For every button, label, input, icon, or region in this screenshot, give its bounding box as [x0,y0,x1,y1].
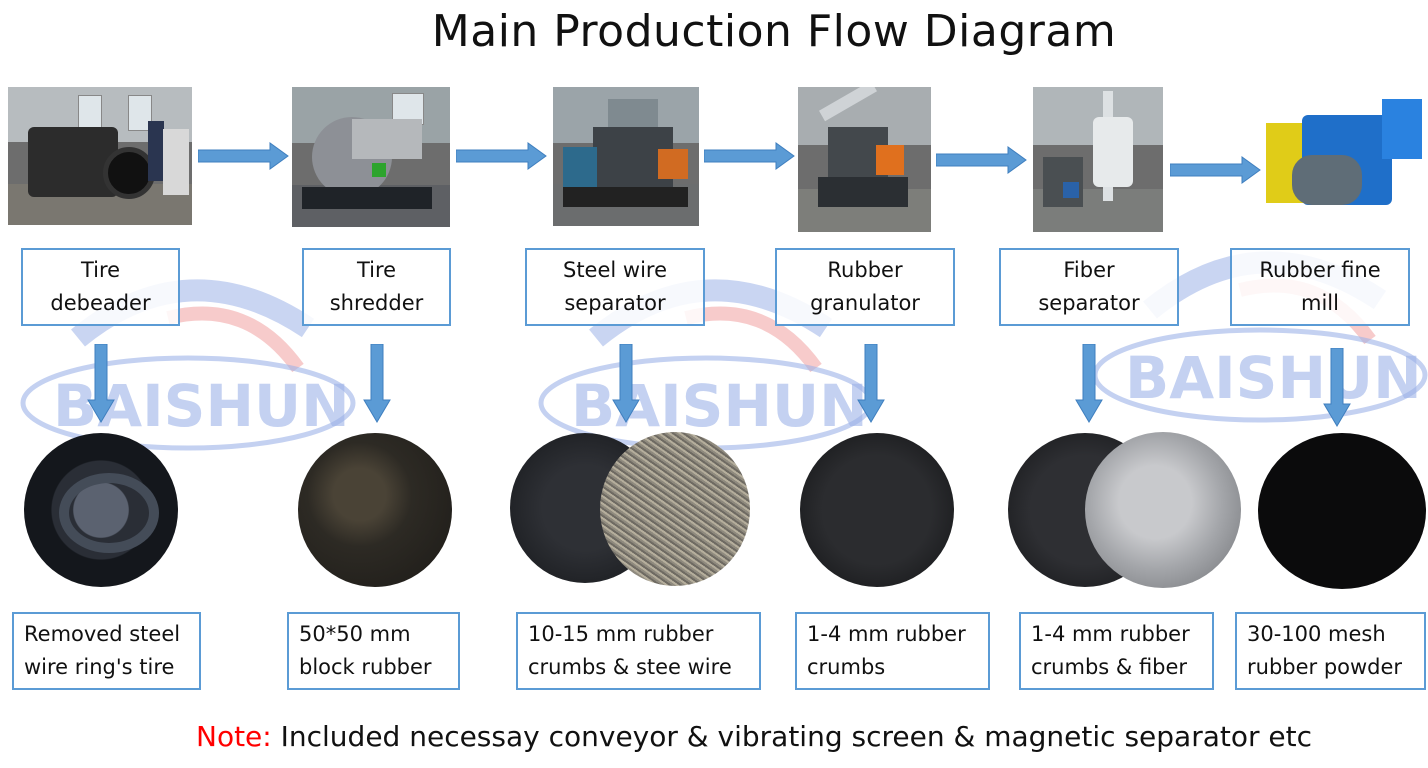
note-text: Included necessay conveyor & vibrating s… [271,720,1312,753]
note-label: Note: [196,720,272,753]
svg-text:BAISHUN: BAISHUN [1125,344,1422,412]
fiber-image [1085,432,1241,588]
down-arrow-3 [612,344,640,423]
down-arrow-1 [87,344,115,423]
granulated-rubber-crumbs-image [800,433,954,587]
tire-shredder-photo [292,87,450,227]
down-arrow-5 [1075,344,1103,423]
diagram-title: Main Production Flow Diagram [431,6,1117,57]
down-arrow-6 [1323,348,1351,427]
flow-arrow-5 [1170,156,1261,184]
removed-wire-tire-image [24,433,178,587]
block-rubber-image [298,433,452,587]
flow-arrow-3 [704,142,795,170]
footer-note: Note: Included necessay conveyor & vibra… [0,720,1428,753]
rubber-powder-image [1258,433,1426,589]
fiber-separator-photo [1033,87,1163,232]
tire-debeader-photo [8,87,192,225]
down-arrow-2 [363,344,391,423]
steel-wire-separator-photo [553,87,699,226]
flow-arrow-4 [936,146,1027,174]
flow-arrow-2 [456,142,547,170]
down-arrow-4 [857,344,885,423]
flow-arrow-1 [198,142,289,170]
rubber-granulator-photo [798,87,931,232]
steel-wire-image [600,432,750,586]
rubber-fine-mill-photo [1262,95,1427,225]
